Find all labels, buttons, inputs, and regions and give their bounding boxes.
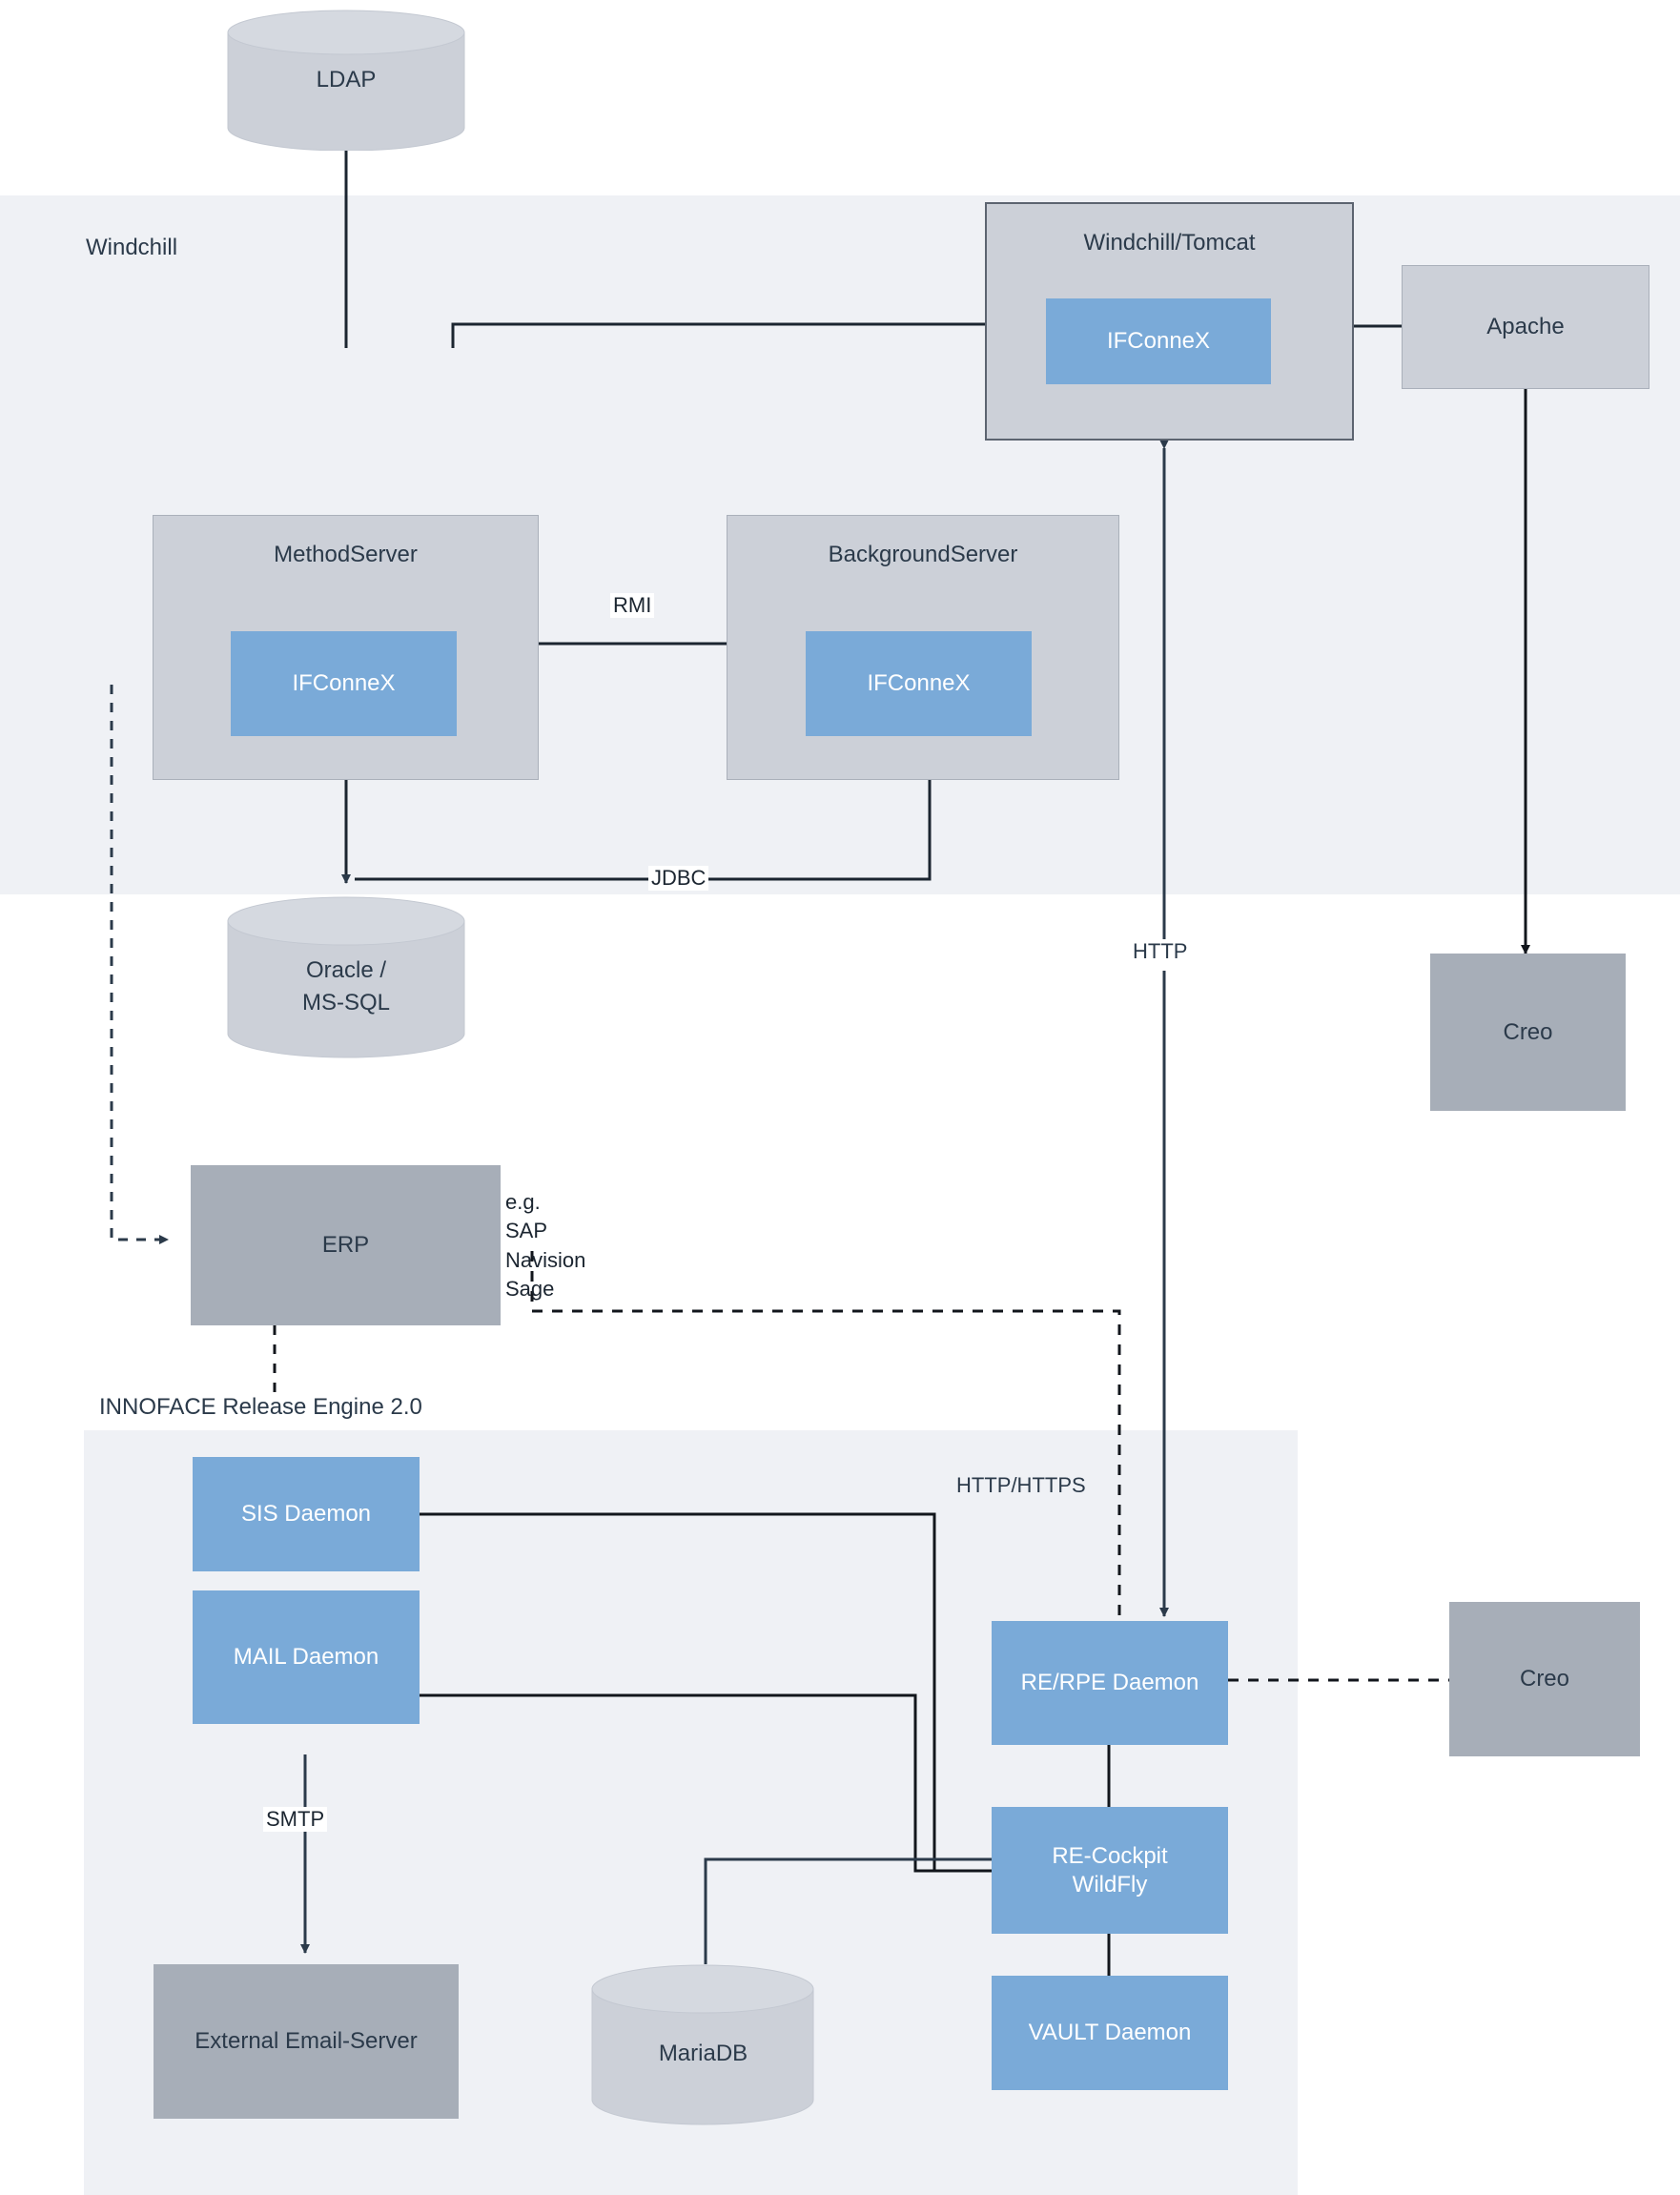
node-creo-bottom-label: Creo [1519, 1666, 1570, 1692]
node-sis-daemon[interactable]: SIS Daemon [193, 1457, 420, 1571]
cylinder-shape [591, 1964, 814, 2125]
edge-label-smtp: SMTP [263, 1807, 328, 1832]
edge-label-http-https: HTTP/HTTPS [956, 1473, 1086, 1497]
node-ldap[interactable]: LDAP [227, 10, 465, 152]
node-background-server-label: BackgroundServer [828, 542, 1018, 567]
node-re-cockpit-wildfly[interactable]: RE-Cockpit WildFly [992, 1807, 1228, 1934]
node-method-server-ifconnex[interactable]: IFConneX [231, 631, 457, 736]
node-re-cockpit-wildfly-label-line1: RE-Cockpit [1052, 1842, 1168, 1869]
node-method-server-label: MethodServer [274, 542, 418, 567]
cylinder-shape [227, 10, 465, 152]
node-mail-daemon[interactable]: MAIL Daemon [193, 1590, 420, 1724]
node-apache-label: Apache [1486, 314, 1565, 339]
edge-label-jdbc: JDBC [648, 866, 709, 891]
edge-label-rmi: RMI [610, 593, 655, 618]
node-external-email-server-label: External Email-Server [195, 2028, 418, 2054]
node-background-server-ifconnex[interactable]: IFConneX [806, 631, 1032, 736]
node-sis-daemon-label: SIS Daemon [240, 1501, 372, 1527]
node-re-rpe-daemon-label: RE/RPE Daemon [1020, 1670, 1199, 1695]
node-vault-daemon-label: VAULT Daemon [1028, 2020, 1192, 2045]
node-vault-daemon[interactable]: VAULT Daemon [992, 1976, 1228, 2090]
node-windchill-tomcat-ifconnex[interactable]: IFConneX [1046, 298, 1271, 384]
node-apache[interactable]: Apache [1402, 265, 1649, 389]
node-method-server-ifconnex-label: IFConneX [292, 670, 396, 696]
node-external-email-server[interactable]: External Email-Server [154, 1964, 459, 2119]
node-windchill-tomcat-ifconnex-label: IFConneX [1106, 328, 1211, 354]
node-re-cockpit-wildfly-label-line2: WildFly [1072, 1871, 1148, 1898]
node-creo-top[interactable]: Creo [1430, 954, 1626, 1111]
node-creo-top-label: Creo [1503, 1018, 1553, 1045]
cylinder-shape [227, 896, 465, 1058]
node-oracle-mssql[interactable]: Oracle / MS-SQL [227, 896, 465, 1058]
edge-label-http: HTTP [1133, 939, 1188, 963]
node-windchill-tomcat-label: Windchill/Tomcat [1083, 230, 1256, 256]
zone-windchill-label: Windchill [86, 235, 178, 260]
zone-innoface-label: INNOFACE Release Engine 2.0 [99, 1394, 422, 1420]
node-creo-bottom[interactable]: Creo [1449, 1602, 1640, 1756]
node-background-server-ifconnex-label: IFConneX [867, 670, 971, 696]
node-re-rpe-daemon[interactable]: RE/RPE Daemon [992, 1621, 1228, 1745]
node-mail-daemon-label: MAIL Daemon [233, 1644, 379, 1670]
node-erp[interactable]: ERP [191, 1165, 501, 1325]
node-mariadb[interactable]: MariaDB [591, 1964, 815, 2126]
node-erp-label: ERP [321, 1232, 370, 1258]
erp-examples-note: e.g. SAP Navision Sage [505, 1190, 586, 1302]
